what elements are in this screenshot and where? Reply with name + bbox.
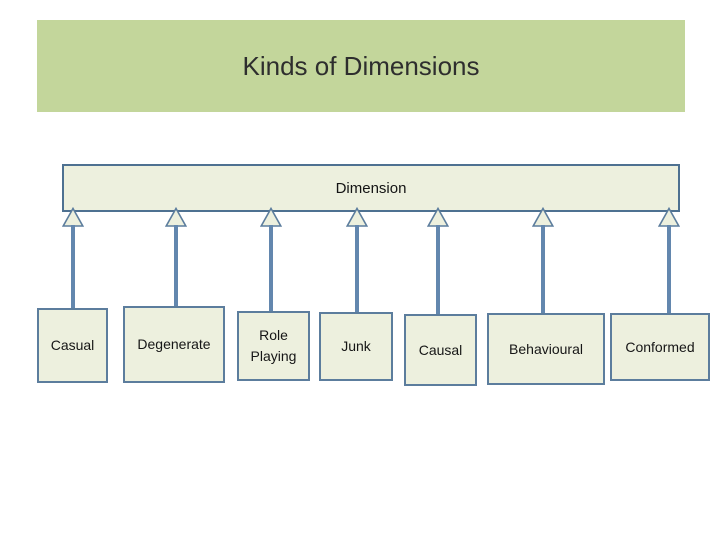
- connector-stem: [71, 225, 75, 311]
- kind-box-label: Causal: [418, 341, 463, 358]
- kind-box-label: Behavioural: [509, 340, 583, 357]
- kind-box-label: Conformed: [625, 338, 695, 355]
- arrow-up-icon: [532, 207, 554, 227]
- connector-stem: [269, 225, 273, 314]
- kind-box-label: Casual: [50, 337, 95, 353]
- arrow-up-icon: [62, 207, 84, 227]
- root-box-label: Dimension: [335, 179, 407, 197]
- arrow-up-icon: [260, 207, 282, 227]
- title-bar: Kinds of Dimensions: [37, 20, 685, 112]
- kind-box-causal: Causal: [404, 314, 477, 386]
- kind-box-label: Junk: [341, 338, 371, 354]
- arrow-up-icon: [165, 207, 187, 227]
- connector-stem: [174, 225, 178, 309]
- arrow-up-icon: [427, 207, 449, 227]
- kind-box-label: Degenerate: [137, 336, 211, 352]
- connector-stem: [667, 225, 671, 316]
- arrow-up-icon: [658, 207, 680, 227]
- kind-box-role-playing: Role Playing: [237, 311, 310, 381]
- kind-box-label: Role Playing: [250, 327, 297, 364]
- kind-box-behavioural: Behavioural: [487, 313, 605, 385]
- arrow-up-icon: [346, 207, 368, 227]
- kind-box-junk: Junk: [319, 312, 393, 381]
- kind-box-casual: Casual: [37, 308, 108, 383]
- connector-stem: [355, 225, 359, 315]
- kind-box-degenerate: Degenerate: [123, 306, 225, 383]
- connector-stem: [436, 225, 440, 317]
- slide-title: Kinds of Dimensions: [242, 50, 480, 81]
- kind-box-conformed: Conformed: [610, 313, 710, 381]
- dimension-root-box: Dimension: [62, 164, 680, 212]
- connector-stem: [541, 225, 545, 316]
